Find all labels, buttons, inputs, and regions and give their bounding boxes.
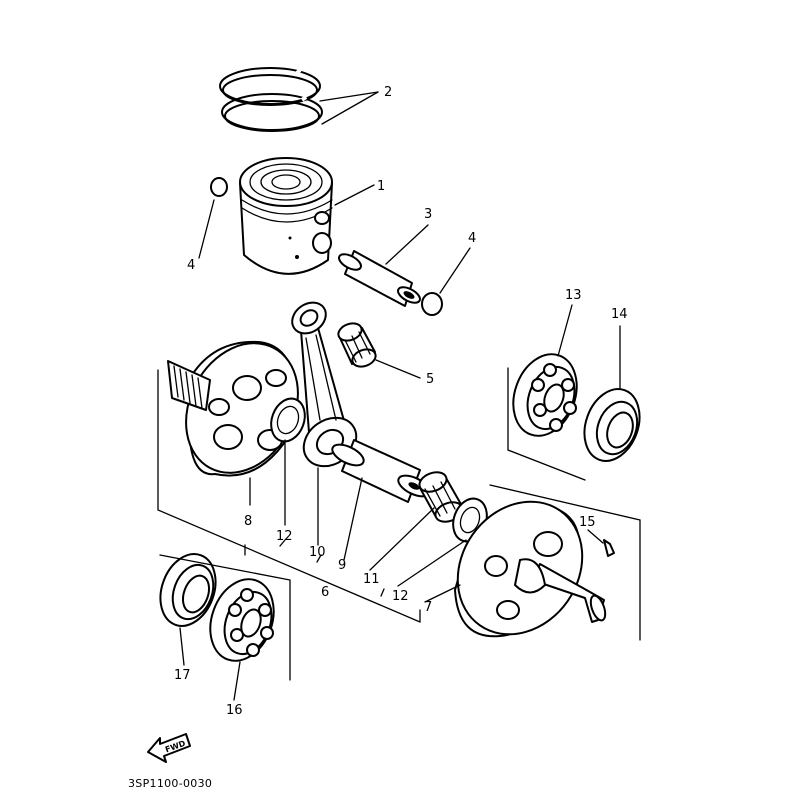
crank-right [454, 500, 607, 638]
washer-left [270, 397, 306, 443]
callout-17: 17 [174, 668, 191, 683]
callout-5: 5 [426, 372, 434, 387]
callout-4-left: 4 [187, 258, 195, 273]
callout-labels: 2 1 3 4 4 5 13 14 8 12 10 9 11 6 12 7 15… [174, 85, 628, 718]
circlip-right [421, 292, 443, 316]
crank-pin [331, 439, 431, 503]
callout-15: 15 [579, 515, 596, 530]
woodruff-key [603, 539, 615, 557]
callout-6: 6 [321, 585, 329, 600]
callout-13: 13 [565, 288, 582, 303]
callout-1: 1 [377, 179, 385, 194]
oil-seal-14 [583, 388, 641, 462]
crank-left [167, 340, 300, 477]
callout-12-left: 12 [276, 529, 293, 544]
circlip-left [210, 177, 228, 197]
callout-10: 10 [309, 545, 326, 560]
callout-14: 14 [611, 307, 628, 322]
callout-12-right: 12 [392, 589, 409, 604]
piston [239, 157, 333, 275]
small-end-bearing [337, 322, 377, 368]
oil-seal-17 [159, 553, 217, 627]
callout-2: 2 [384, 85, 392, 100]
piston-rings [219, 67, 323, 132]
callout-8: 8 [244, 514, 252, 529]
bearing-13 [512, 353, 578, 437]
fwd-arrow-icon: FWD [147, 733, 191, 763]
callout-7: 7 [424, 600, 432, 615]
callout-11: 11 [363, 572, 380, 587]
piston-pin [338, 250, 421, 307]
drawing-code: 3SP1100-0030 [128, 777, 212, 790]
callout-16: 16 [226, 703, 243, 718]
callout-4-right: 4 [468, 231, 476, 246]
leader-lines [179, 91, 621, 701]
bearing-16 [209, 578, 275, 662]
callout-3: 3 [424, 207, 432, 222]
assembly-brackets [157, 367, 641, 681]
callout-9: 9 [338, 558, 346, 573]
